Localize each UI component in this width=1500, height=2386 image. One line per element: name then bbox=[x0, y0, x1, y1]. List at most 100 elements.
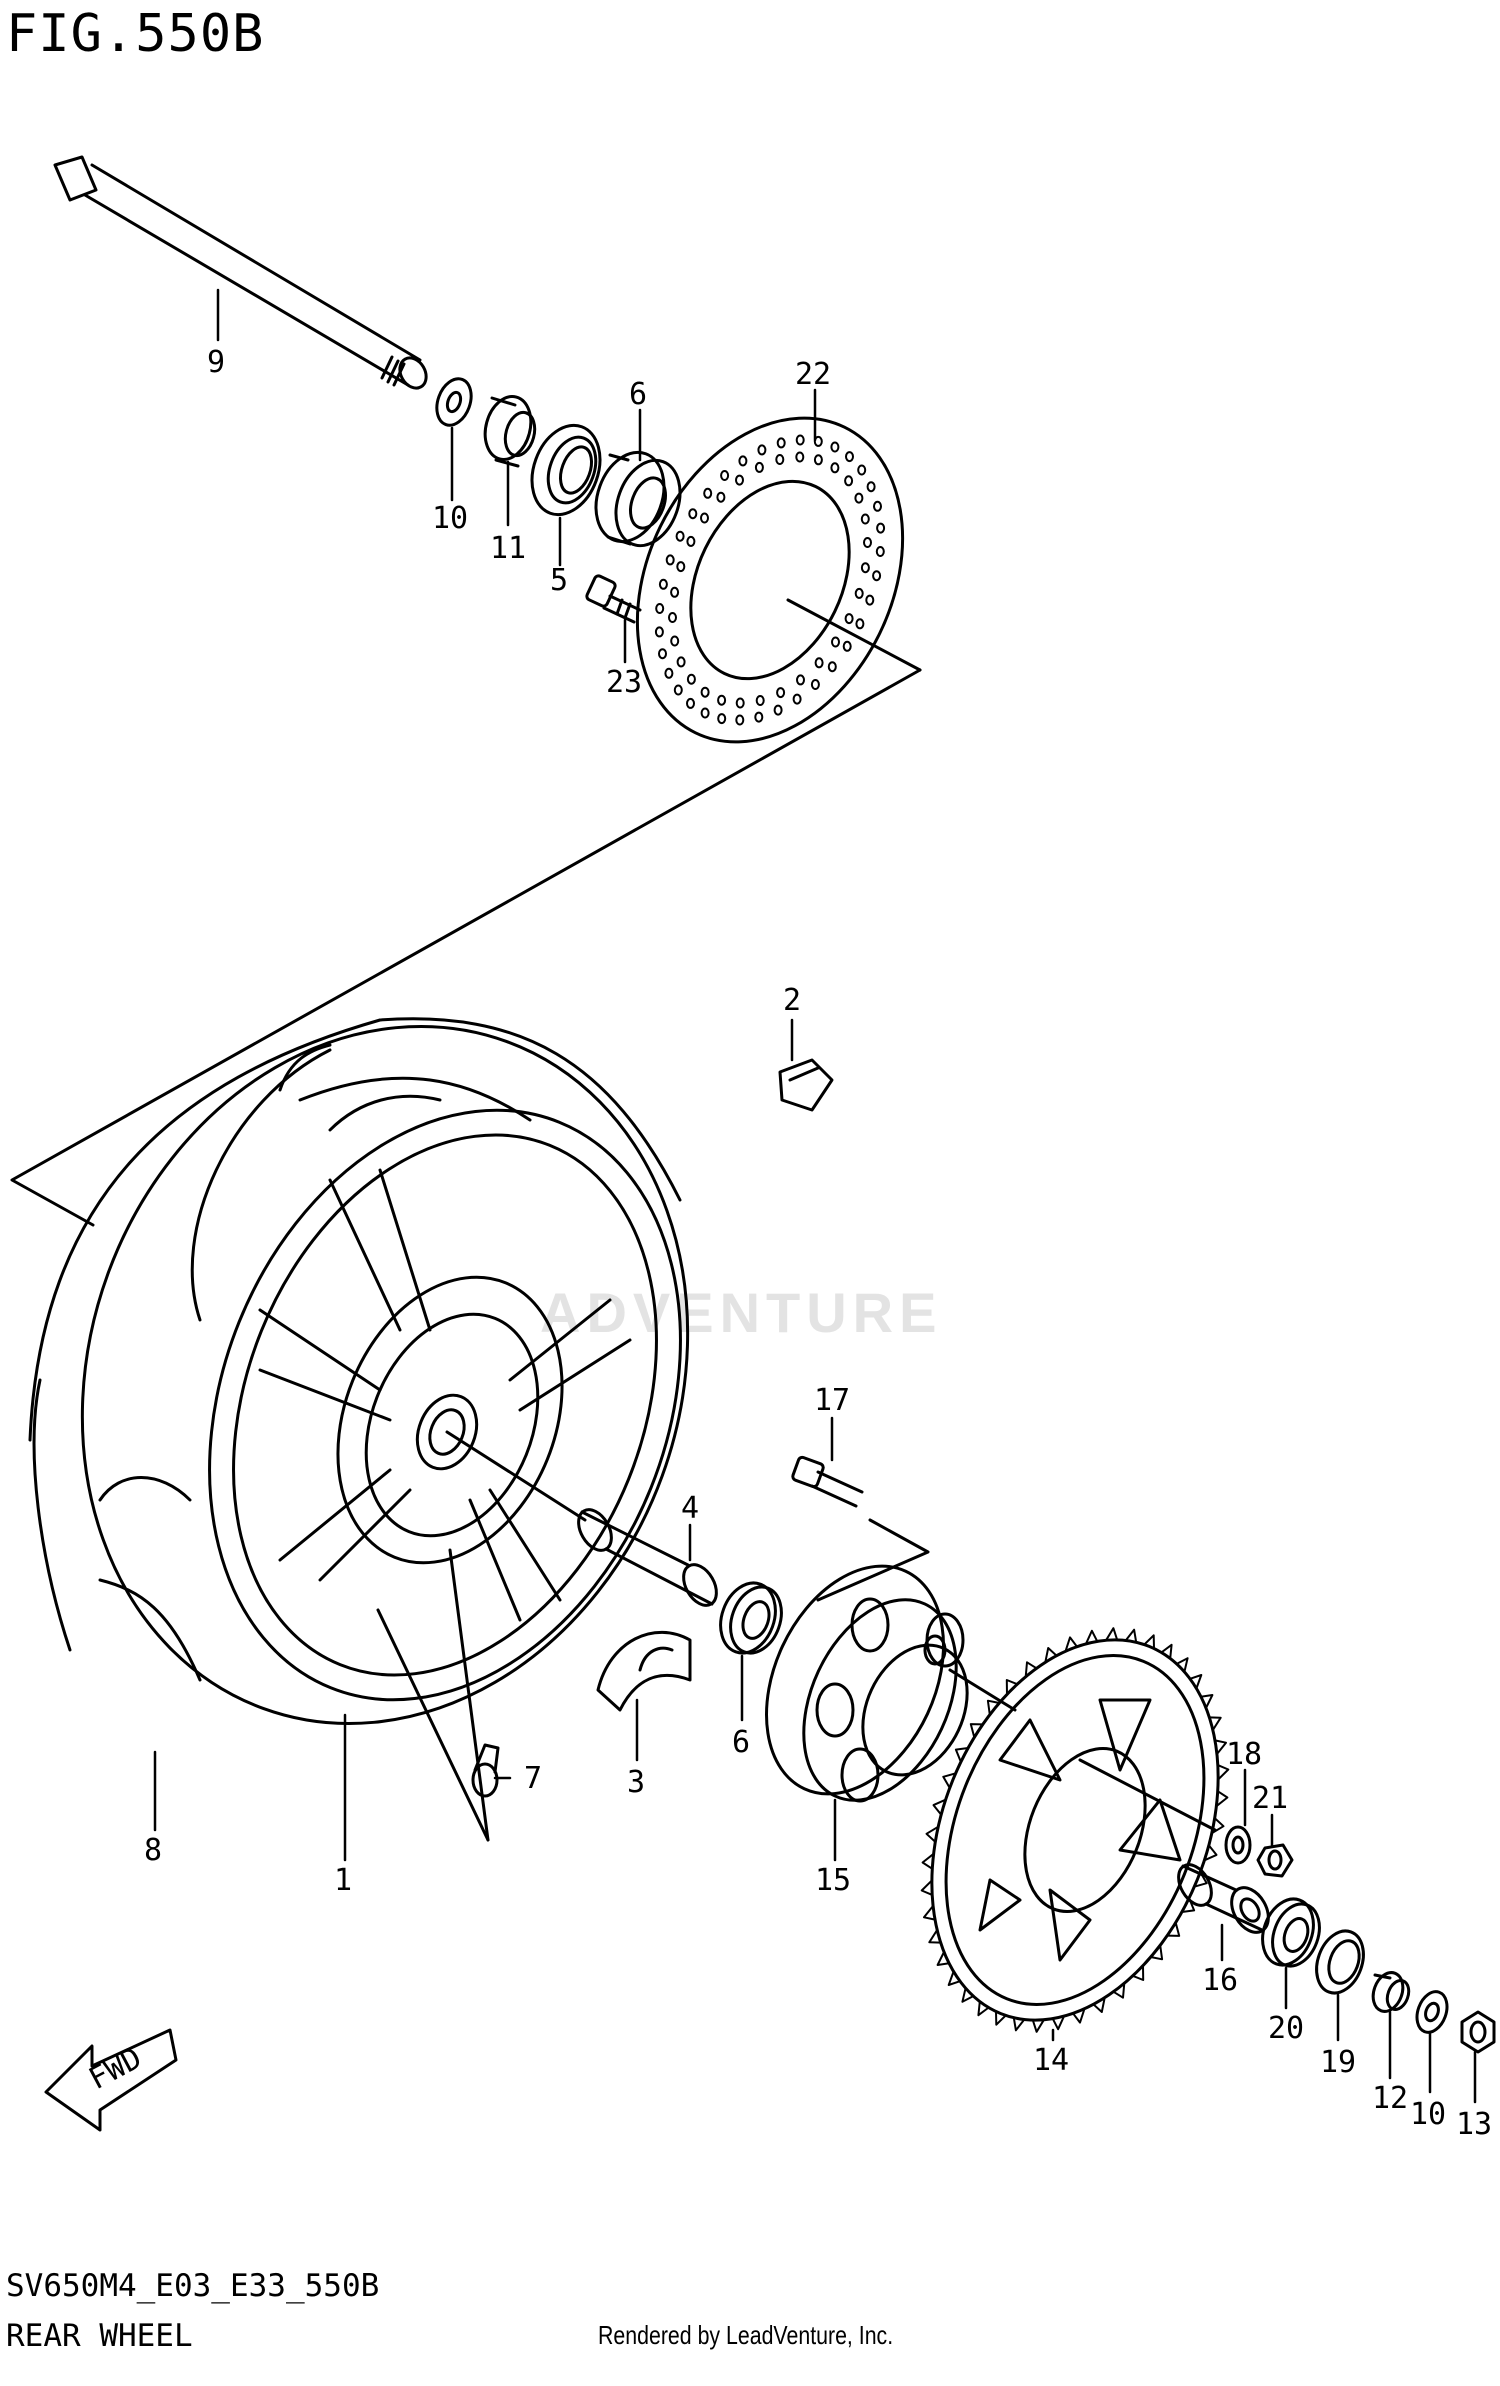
sprocket-tooth bbox=[921, 1852, 935, 1870]
disc-hole bbox=[865, 594, 875, 606]
bearing-part[interactable] bbox=[711, 1575, 790, 1660]
sprocket-tooth bbox=[1216, 1764, 1230, 1781]
rear-sprocket-part[interactable] bbox=[878, 1597, 1271, 2063]
disc-hole bbox=[854, 587, 864, 599]
disc-hole bbox=[860, 562, 870, 574]
hub-bolt-part[interactable] bbox=[791, 1455, 864, 1508]
callout-12: 12 bbox=[1372, 2081, 1408, 2116]
disc-hole bbox=[754, 461, 764, 473]
disc-hole bbox=[673, 684, 683, 696]
disc-bolt-part[interactable] bbox=[585, 574, 642, 624]
disc-hole bbox=[866, 481, 876, 493]
sprocket-carrier-part[interactable] bbox=[732, 1537, 987, 1824]
disc-hole bbox=[773, 704, 783, 716]
callout-1: 1 bbox=[334, 1863, 352, 1898]
sprocket-nut-part[interactable] bbox=[1256, 1843, 1294, 1878]
callout-9: 9 bbox=[207, 345, 225, 380]
sprocket-tooth bbox=[1072, 2007, 1086, 2024]
callout-21: 21 bbox=[1252, 1781, 1288, 1816]
disc-hole bbox=[686, 697, 695, 709]
sprocket-tooth bbox=[1143, 1634, 1155, 1650]
callout-16: 16 bbox=[1202, 1963, 1238, 1998]
disc-hole bbox=[796, 674, 805, 686]
disc-hole bbox=[857, 464, 867, 476]
wheel-damper-part[interactable] bbox=[596, 1630, 692, 1712]
sprocket-tooth bbox=[1005, 1679, 1019, 1696]
disc-hole bbox=[845, 451, 854, 463]
disc-hole bbox=[717, 713, 727, 725]
disc-hole bbox=[814, 657, 824, 669]
axle-nut-part[interactable] bbox=[1460, 2010, 1496, 2054]
disc-hole bbox=[688, 508, 698, 520]
sprocket-tooth bbox=[923, 1904, 936, 1921]
sprocket-tooth bbox=[947, 1970, 961, 1986]
callout-4: 4 bbox=[681, 1491, 699, 1526]
sprocket-tooth bbox=[1112, 1982, 1126, 1999]
callout-3: 3 bbox=[627, 1765, 645, 1800]
brake-disc-part[interactable] bbox=[586, 374, 954, 787]
callout-22: 22 bbox=[795, 357, 831, 392]
sprocket-tooth bbox=[1189, 1674, 1203, 1690]
sprocket-tooth bbox=[1031, 2018, 1045, 2033]
disc-hole bbox=[735, 714, 745, 726]
fwd-arrow-badge: FWD bbox=[44, 2028, 178, 2132]
callout-labels: 9 10 11 5 6 22 23 2 17 4 6 3 7 8 1 15 18… bbox=[144, 345, 1492, 2142]
sprocket-tooth bbox=[1024, 1661, 1038, 1678]
callout-10-top: 10 bbox=[432, 501, 468, 536]
collar-part[interactable] bbox=[1172, 1859, 1276, 1939]
spacer-part[interactable] bbox=[478, 391, 539, 468]
sprocket-tooth bbox=[977, 2000, 990, 2017]
callout-8: 8 bbox=[144, 1833, 162, 1868]
disc-hole bbox=[686, 673, 696, 685]
render-credit: Rendered by LeadVenture, Inc. bbox=[598, 2320, 894, 2350]
sprocket-tooth bbox=[1105, 1627, 1119, 1642]
washer-part[interactable] bbox=[431, 374, 477, 430]
callout-7: 7 bbox=[524, 1761, 542, 1796]
disc-hole bbox=[700, 707, 710, 719]
tire-part[interactable] bbox=[0, 941, 784, 1810]
sprocket-tooth bbox=[969, 1723, 984, 1739]
sprocket-tooth bbox=[1051, 2015, 1066, 2031]
disc-hole bbox=[810, 679, 820, 690]
disc-hole bbox=[813, 435, 823, 447]
callout-18: 18 bbox=[1226, 1737, 1262, 1772]
disc-hole bbox=[658, 578, 668, 590]
callout-5: 5 bbox=[550, 563, 568, 598]
oil-seal-part[interactable] bbox=[520, 416, 612, 524]
disc-hole bbox=[670, 586, 680, 598]
disc-hole bbox=[720, 470, 730, 481]
callout-13: 13 bbox=[1456, 2107, 1492, 2142]
spacer-part[interactable] bbox=[1368, 1968, 1413, 2015]
disc-hole bbox=[876, 522, 886, 534]
disc-hole bbox=[655, 603, 665, 614]
sprocket-washer-part[interactable] bbox=[1224, 1825, 1252, 1865]
washer-part[interactable] bbox=[1412, 1987, 1453, 2036]
disc-hole bbox=[872, 570, 882, 582]
watermark: ADVENTURE bbox=[540, 1281, 943, 1344]
axle-part[interactable] bbox=[53, 155, 431, 393]
sprocket-tooth bbox=[986, 1699, 1001, 1716]
sprocket-tooth bbox=[1199, 1694, 1214, 1709]
disc-hole bbox=[873, 500, 882, 512]
disc-hole bbox=[875, 546, 885, 557]
balance-weight-part[interactable] bbox=[778, 1058, 834, 1112]
disc-hole bbox=[792, 693, 802, 705]
disc-hole bbox=[860, 513, 870, 525]
disc-hole bbox=[735, 697, 745, 709]
sprocket-tooth bbox=[1124, 1628, 1138, 1644]
oil-seal-part[interactable] bbox=[1308, 1924, 1371, 1999]
bearing-part[interactable] bbox=[1254, 1892, 1328, 1973]
disc-hole bbox=[686, 535, 696, 547]
callout-6-lower: 6 bbox=[732, 1725, 750, 1760]
tire-valve-part[interactable] bbox=[471, 1743, 500, 1798]
spacer-tube-part[interactable] bbox=[572, 1504, 723, 1611]
disc-hole bbox=[776, 437, 786, 449]
bearing-part[interactable] bbox=[584, 443, 691, 555]
disc-hole bbox=[795, 451, 805, 463]
sprocket-tooth bbox=[1012, 2016, 1026, 2032]
callout-6-top: 6 bbox=[629, 377, 647, 412]
sprocket-tooth bbox=[1214, 1739, 1227, 1756]
wheel-rim-part[interactable] bbox=[125, 1039, 765, 1771]
sprocket-tooth bbox=[995, 2010, 1007, 2026]
